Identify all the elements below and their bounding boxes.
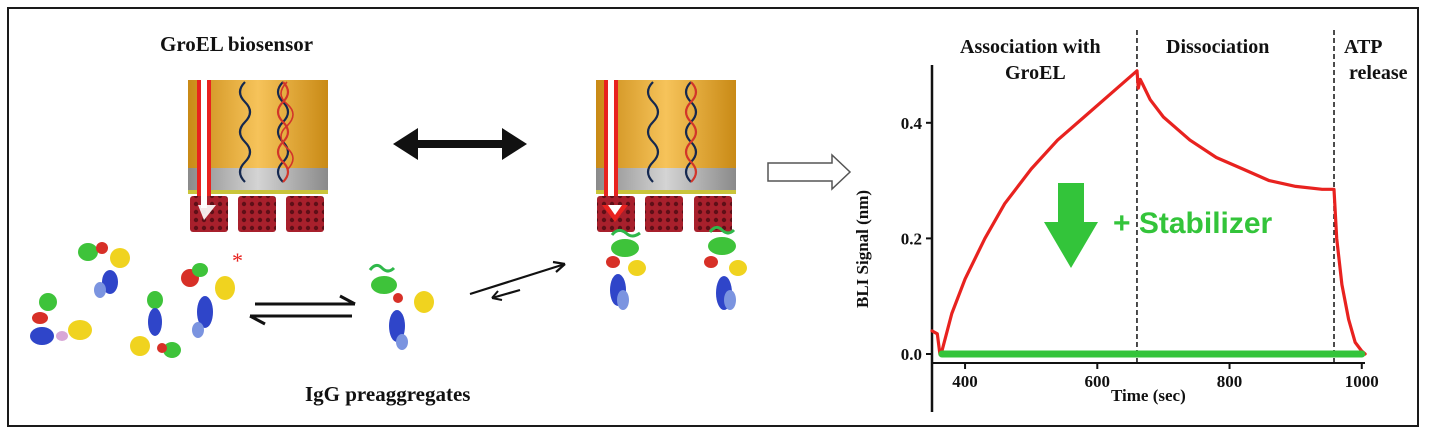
asterisk-mark: *: [232, 248, 243, 273]
y-tick-label: 0.0: [901, 345, 922, 364]
phase-label-atp: ATP: [1344, 36, 1383, 58]
phase-label-groel: GroEL: [1005, 62, 1066, 84]
phase-label-dissociation: Dissociation: [1166, 36, 1270, 58]
bli-chart: 400 600 800 1000 0.0 0.2 0.4: [901, 30, 1379, 412]
stabilizer-label: + Stabilizer: [1113, 207, 1273, 240]
igg-aggregate-cluster: [30, 242, 235, 358]
bound-igg-left: [606, 228, 646, 310]
decrease-arrow-icon: [1044, 183, 1098, 268]
series-line-red: [930, 69, 1367, 356]
groel-biosensor-right: [596, 80, 736, 232]
igg-monomer: [368, 263, 434, 350]
x-tick-label: 400: [952, 372, 978, 391]
equilibrium-arrows: [249, 294, 356, 326]
x-axis-label: Time (sec): [1111, 386, 1186, 405]
x-tick-label: 600: [1085, 372, 1111, 391]
y-axis-label: BLI Signal (nm): [853, 189, 872, 308]
y-tick-label: 0.4: [901, 114, 923, 133]
bound-igg-right: [704, 225, 747, 310]
biosensor-title: GroEL biosensor: [160, 32, 314, 56]
figure-border: [7, 7, 1419, 427]
x-tick-label: 1000: [1345, 372, 1379, 391]
phase-label-association: Association with: [960, 36, 1101, 58]
phase-label-release: release: [1349, 62, 1408, 84]
hollow-arrow-icon: [767, 153, 852, 191]
preaggregates-title: IgG preaggregates: [305, 382, 471, 406]
equilibrium-bold-arrow: [393, 128, 527, 160]
x-tick-label: 800: [1217, 372, 1243, 391]
groel-barrel-icon: [190, 196, 228, 232]
binding-arrows: [469, 260, 566, 301]
y-tick-label: 0.2: [901, 229, 922, 248]
dna-strand-icon: [238, 81, 252, 183]
groel-biosensor-left: [188, 80, 328, 232]
